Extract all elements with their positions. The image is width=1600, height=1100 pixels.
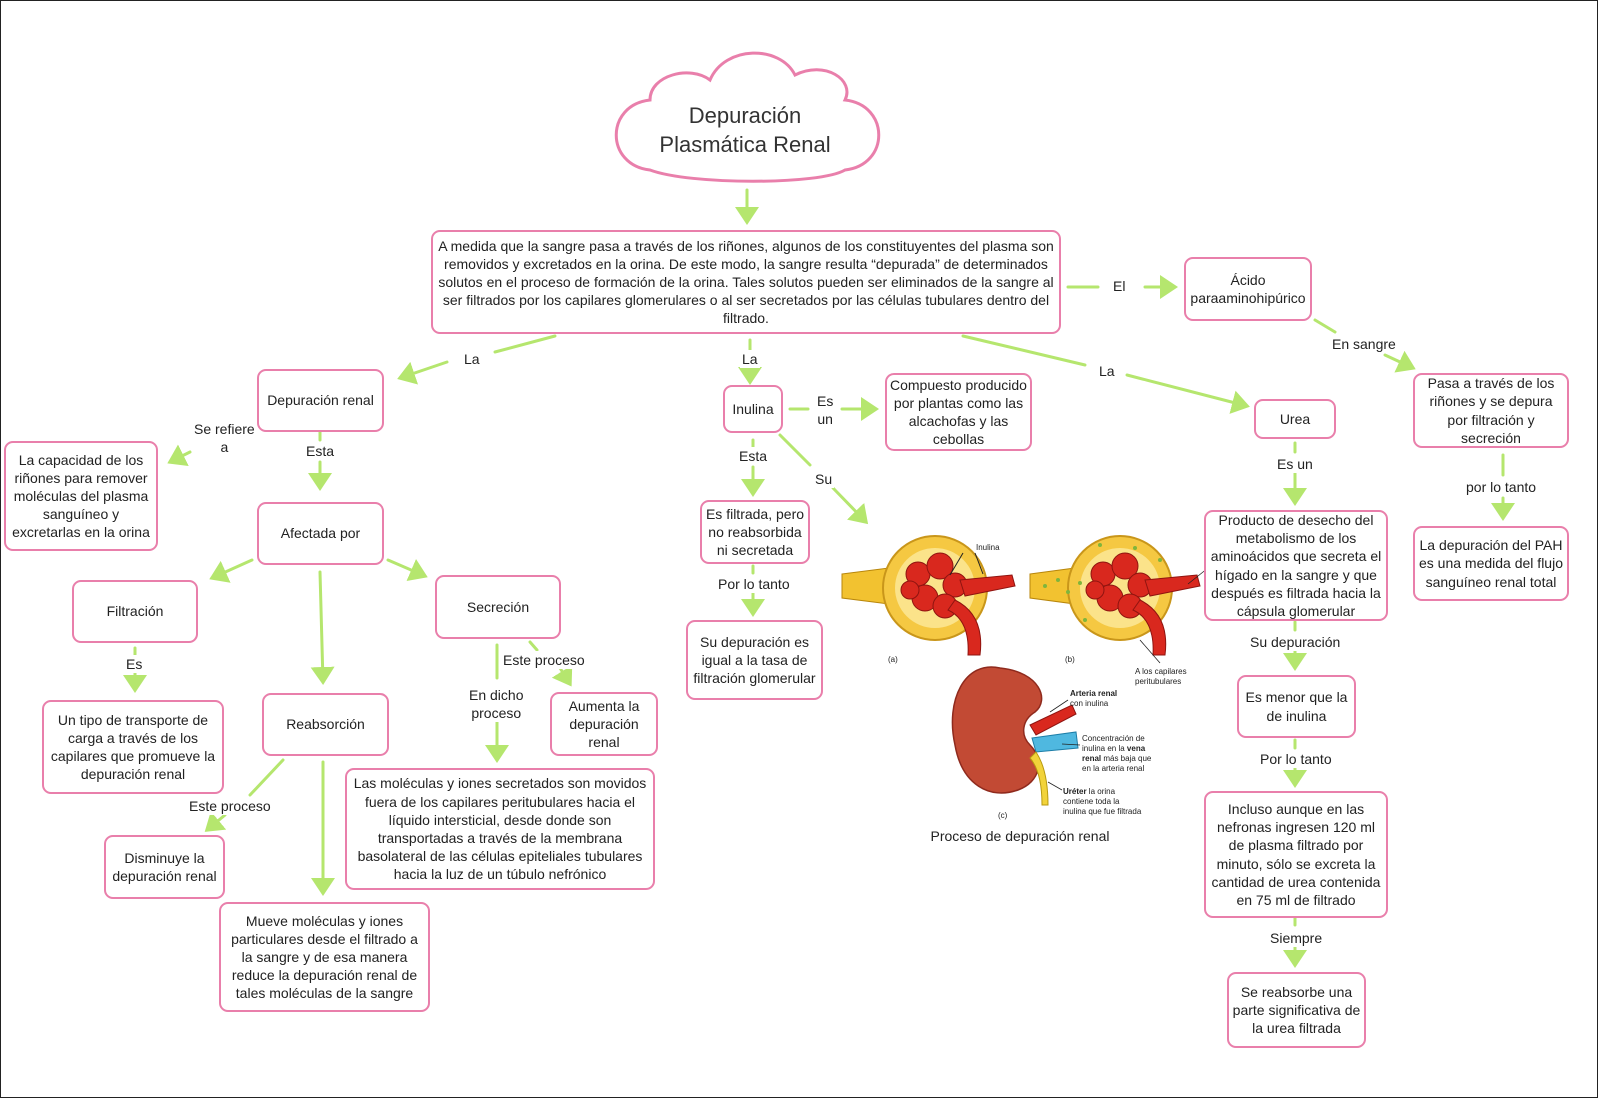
kidney-illustration: (c) Arteria renal con inulina Concentrac… xyxy=(951,567,1209,820)
arrow-inu-su xyxy=(778,433,812,467)
illus-ureter-2: contiene toda la xyxy=(1063,797,1120,806)
link-la-inu: La xyxy=(740,350,760,369)
reabsorbe-node: Se reabsorbe una parte significativa de … xyxy=(1227,972,1366,1048)
link-este-proceso-reab: Este proceso xyxy=(187,797,273,816)
illus-vena-3b: más baja que xyxy=(1101,754,1152,763)
arrow-reab-este xyxy=(248,758,285,797)
link-es-filt: Es xyxy=(124,655,145,674)
link-este-proceso-sec: Este proceso xyxy=(501,651,587,670)
arrow-sec-esteproceso xyxy=(528,640,539,652)
incluso-node: Incluso aunque en las nefronas ingresen … xyxy=(1204,791,1388,918)
link-esta-dep: Esta xyxy=(304,442,337,461)
secrecion-node: Secreción xyxy=(435,575,561,639)
svg-text:inulina en la vena: inulina en la vena xyxy=(1082,744,1146,753)
arrow-esteproceso-aumenta xyxy=(551,664,573,687)
illus-ureter-1: la orina xyxy=(1087,787,1116,796)
illus-inulina-label: Inulina xyxy=(976,543,1000,552)
illus-ureter-bold: Uréter xyxy=(1063,787,1087,796)
filtracion-node: Filtración xyxy=(72,580,198,643)
pah-measure-node: La depuración del PAH es una medida del … xyxy=(1413,526,1569,601)
arrow-su-illustration xyxy=(831,486,869,525)
link-en-sangre: En sangre xyxy=(1330,335,1398,354)
illus-arteria-rest: con inulina xyxy=(1070,699,1109,708)
link-la-dep: La xyxy=(462,350,482,369)
illus-vena-2b: vena xyxy=(1127,744,1146,753)
illus-capilares-1: A los capilares xyxy=(1135,667,1187,676)
link-por-lo-tanto-pah: por lo tanto xyxy=(1464,478,1539,497)
glomerulus-b-illustration: (b) A los capilares peritubulares xyxy=(1029,535,1201,686)
renal-illustration: Inulina (a) (b) A los capilares peritubu… xyxy=(841,535,1209,820)
compuesto-node: Compuesto producido por plantas como las… xyxy=(885,373,1032,451)
urea-node: Urea xyxy=(1254,399,1336,439)
menor-node: Es menor que la de inulina xyxy=(1237,675,1356,738)
illus-vena-1: Concentración de xyxy=(1082,734,1145,743)
svg-text:Arteria renal: Arteria renal xyxy=(1070,689,1117,698)
mueve-node: Mueve moléculas y iones particulares des… xyxy=(219,902,430,1012)
link-esta-inu: Esta xyxy=(737,447,770,466)
pah-node: Ácido paraaminohipúrico xyxy=(1184,257,1312,321)
link-su-depuracion: Su depuración xyxy=(1248,633,1343,652)
link-siempre: Siempre xyxy=(1268,929,1325,948)
su-dep-node: Su depuración es igual a la tasa de filt… xyxy=(686,620,823,700)
link-es-un-inu: Es un xyxy=(815,392,836,429)
link-la-urea: La xyxy=(1097,362,1117,381)
illus-vena-2a: inulina en la xyxy=(1082,744,1127,753)
intro-node: A medida que la sangre pasa a través de … xyxy=(431,230,1061,334)
illus-panel-b: (b) xyxy=(1065,655,1075,664)
arrow-la3-urea xyxy=(1125,373,1250,414)
filtrada-node: Es filtrada, pero no reabsorbida ni secr… xyxy=(700,500,810,564)
capacidad-node: La capacidad de los riñones para remover… xyxy=(4,441,158,551)
illus-vena-3a: renal xyxy=(1082,754,1101,763)
title-cloud xyxy=(614,51,881,183)
illus-vena-4: en la arteria renal xyxy=(1082,764,1144,773)
dep-renal-node: Depuración renal xyxy=(257,369,384,432)
arrow-la1-dep xyxy=(397,360,449,385)
arrow-intro-la1 xyxy=(493,334,557,354)
arrow-intro-la3 xyxy=(961,334,1087,367)
inulina-node: Inulina xyxy=(723,385,783,433)
illus-arteria-bold: Arteria renal xyxy=(1070,689,1117,698)
arrow-afectada-secrecion xyxy=(386,558,428,582)
link-por-lo-tanto-urea: Por lo tanto xyxy=(1258,750,1334,769)
aumenta-node: Aumenta la depuración renal xyxy=(550,692,658,756)
disminuye-node: Disminuye la depuración renal xyxy=(104,835,225,899)
link-por-lo-tanto-inu: Por lo tanto xyxy=(716,575,792,594)
link-se-refiere: Se refiere a xyxy=(192,420,257,457)
arrow-afectada-filtracion xyxy=(209,558,254,583)
link-en-dicho: En dicho proceso xyxy=(467,686,526,723)
svg-text:renal más baja que: renal más baja que xyxy=(1082,754,1152,763)
arrow-afectada-reabsorcion xyxy=(310,570,335,685)
diagram-title: Depuración Plasmática Renal xyxy=(659,103,831,157)
svg-text:Uréter la orina: Uréter la orina xyxy=(1063,787,1116,796)
illus-ureter-3: inulina que fue filtrada xyxy=(1063,807,1142,816)
link-su: Su xyxy=(813,470,835,489)
illus-capilares-2: peritubulares xyxy=(1135,677,1181,686)
arrow-pah-ensangre xyxy=(1313,318,1337,334)
secretados-node: Las moléculas y iones secretados son mov… xyxy=(345,768,655,890)
afectada-node: Afectada por xyxy=(257,502,384,565)
transporte-node: Un tipo de transporte de carga a través … xyxy=(42,700,224,794)
reabsorcion-node: Reabsorción xyxy=(262,693,389,756)
arrow-dep-capacidad xyxy=(167,444,192,467)
illustration-caption: Proceso de depuración renal xyxy=(930,828,1110,844)
producto-node: Producto de desecho del metabolismo de l… xyxy=(1204,510,1388,621)
illus-panel-c: (c) xyxy=(998,811,1008,820)
pah-pass-node: Pasa a través de los riñones y se depura… xyxy=(1413,373,1569,448)
link-el: El xyxy=(1111,277,1128,296)
illus-panel-a: (a) xyxy=(888,655,898,664)
link-es-un-urea: Es un xyxy=(1275,455,1315,474)
glomerulus-a-illustration: Inulina (a) xyxy=(841,535,1016,664)
arrow-este-disminuye xyxy=(204,811,227,832)
arrow-ensangre-pass xyxy=(1383,350,1416,373)
